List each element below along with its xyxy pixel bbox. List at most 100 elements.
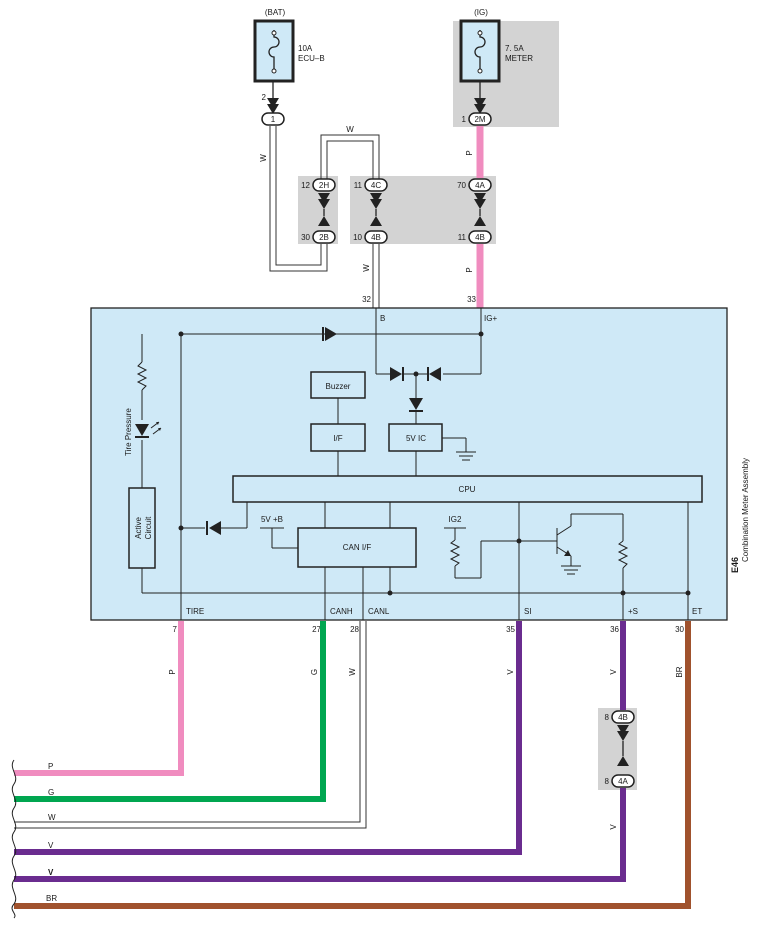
svg-text:2H: 2H (319, 181, 329, 190)
diode-left (206, 521, 221, 535)
connector-1-id: 1 (271, 115, 276, 124)
svg-text:4C: 4C (371, 181, 381, 190)
svg-text:8: 8 (605, 777, 610, 786)
cpu-box (232, 475, 703, 503)
label-plus-s-2: V (609, 824, 618, 830)
fuse-ig-name: METER (505, 54, 533, 63)
svg-text:4B: 4B (618, 713, 628, 722)
can-if-label: CAN I/F (343, 543, 372, 552)
active-circuit-box (128, 487, 156, 569)
connector-2H: 2H 12 (301, 178, 336, 226)
ig2-label: IG2 (449, 515, 462, 524)
fuse-bat-name: ECU–B (298, 54, 325, 63)
svg-text:4A: 4A (618, 777, 628, 786)
ground-icon (456, 451, 476, 461)
diode-ig (427, 367, 441, 381)
label-plus-s-1: V (609, 669, 618, 675)
left-label-v2: V (48, 868, 54, 877)
connector-4B-ig: 4B 11 (458, 230, 492, 244)
pin-label-et: ET (692, 607, 702, 616)
fuse-bat-supply: (BAT) (265, 8, 286, 17)
left-label-br: BR (46, 894, 57, 903)
svg-text:10: 10 (353, 233, 362, 242)
left-label-v1: V (48, 841, 54, 850)
wire-canl-white (14, 621, 367, 829)
wire-plus-s-violet-lower (14, 788, 626, 882)
cpu-label: CPU (459, 485, 476, 494)
svg-text:2B: 2B (319, 233, 329, 242)
pin-label-plus-s: +S (628, 607, 638, 616)
meter-pin-33: 33 (467, 295, 476, 304)
fuse-ig-rating: 7. 5A (505, 44, 524, 53)
ic-5v-label: 5V IC (406, 434, 426, 443)
pin-label-si: SI (524, 607, 532, 616)
left-label-w: W (48, 813, 56, 822)
label-canl: W (348, 668, 357, 676)
label-w-loop: W (346, 125, 354, 134)
label-si: V (506, 669, 515, 675)
connector-4B-upper: 4B 10 (353, 230, 388, 244)
ground-icon-transistor (561, 565, 581, 575)
fuse-ig-supply: (IG) (474, 8, 488, 17)
connector-4B-lower: 4B 8 (605, 710, 635, 766)
wire-tire-pink (14, 621, 184, 776)
label-w-bat: W (259, 154, 268, 162)
left-label-g: G (48, 788, 54, 797)
meter-name: Combination Meter Assembly (741, 458, 750, 562)
buzzer-label: Buzzer (326, 382, 351, 391)
label-tire: P (168, 669, 177, 674)
pin-num-27: 27 (312, 625, 321, 634)
pin-num-7: 7 (173, 625, 178, 634)
resistor-ig2 (449, 539, 461, 567)
pin-num-36: 36 (610, 625, 619, 634)
connector-4A-lower: 4A 8 (605, 774, 635, 788)
meter-pin-32: 32 (362, 295, 371, 304)
led-tire-pressure-icon (135, 421, 162, 438)
wire-loop-white (320, 134, 380, 179)
pin-label-canl: CANL (368, 607, 390, 616)
wire-et-brown (14, 621, 691, 909)
junction-dots (178, 331, 691, 596)
diode-5vic (409, 398, 423, 412)
svg-text:70: 70 (457, 181, 466, 190)
resistor-tire (136, 361, 148, 391)
svg-text:8: 8 (605, 713, 610, 722)
svg-text:4B: 4B (475, 233, 485, 242)
connector-4A-upper: 4A 70 (457, 178, 492, 226)
transistor-arrow-icon (564, 550, 571, 556)
label-canh: G (310, 669, 319, 675)
fuse-bat: (BAT) 10A ECU–B (253, 8, 325, 83)
if-box (310, 423, 366, 452)
meter-pin-b-label: B (380, 314, 385, 323)
pin-num-35: 35 (506, 625, 515, 634)
label-p-ig2: P (465, 267, 474, 272)
wire-si-violet (14, 621, 522, 855)
svg-text:12: 12 (301, 181, 310, 190)
active-circuit-label-1: Active (134, 517, 143, 539)
ic-5v-box (388, 423, 443, 452)
pin-num-30: 30 (675, 625, 684, 634)
fuse-bat-rating: 10A (298, 44, 313, 53)
wire-32-white (372, 244, 380, 309)
label-p-ig1: P (465, 150, 474, 155)
svg-text:4A: 4A (475, 181, 485, 190)
wire-bat-white (269, 126, 328, 272)
connector-2M: 2M 1 (462, 98, 492, 126)
svg-text:11: 11 (458, 233, 467, 242)
meter-assembly-panel (90, 307, 728, 621)
v5b-label: 5V +B (261, 515, 283, 524)
fuse-ig: (IG) 7. 5A METER (459, 8, 533, 83)
left-label-p: P (48, 762, 53, 771)
diode-b (390, 367, 404, 381)
connector-4C: 4C 11 (354, 178, 388, 226)
wire-canh-green (14, 621, 326, 802)
resistor-plus-s (617, 540, 629, 569)
svg-text:30: 30 (301, 233, 310, 242)
if-label: I/F (333, 434, 342, 443)
diode-top (322, 327, 337, 341)
label-w-32: W (362, 264, 371, 272)
svg-text:11: 11 (354, 181, 363, 190)
buzzer-box (310, 371, 366, 399)
